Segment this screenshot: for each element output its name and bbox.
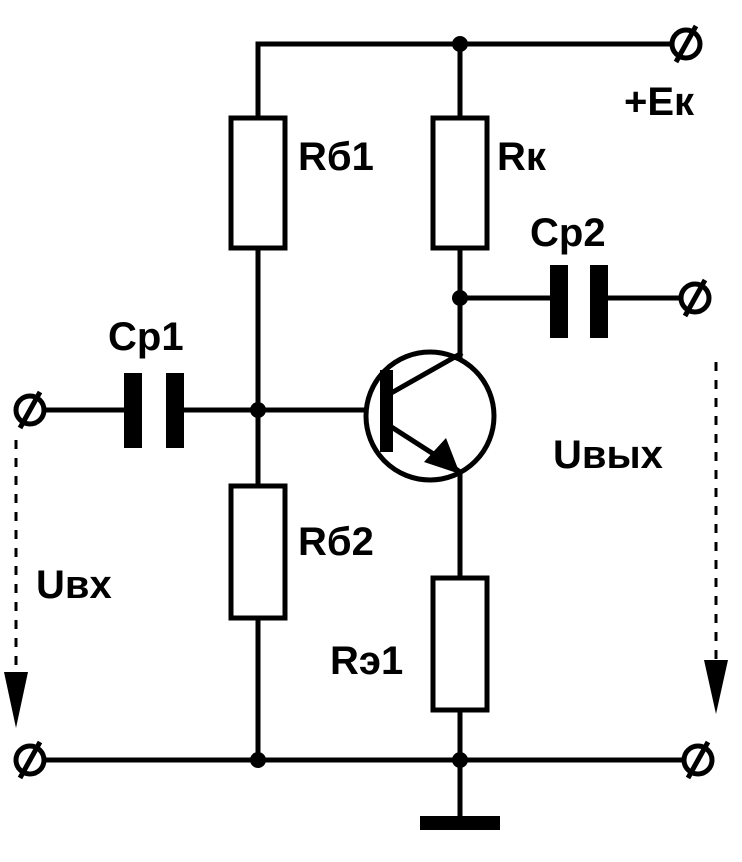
cp2-label: Cp2	[530, 211, 606, 255]
uout-label: Uвых	[553, 433, 663, 477]
output-voltage-arrow	[704, 362, 728, 714]
input-terminal	[13, 390, 47, 430]
resistor-rk	[430, 115, 490, 251]
junction-dot	[452, 752, 468, 768]
capacitor-cp1	[124, 373, 184, 448]
transistor-collector-lead	[389, 350, 464, 396]
transistor	[363, 349, 497, 483]
re1-label: Rэ1	[330, 639, 403, 683]
resistor-rb1	[228, 115, 288, 251]
input-voltage-arrow	[4, 440, 28, 728]
wires	[39, 41, 686, 830]
rb2-label: Rб2	[298, 520, 374, 564]
rk-label: Rк	[497, 135, 547, 179]
junction-dot	[452, 290, 468, 306]
supply-terminal	[669, 24, 703, 64]
supply-label: +Eк	[624, 80, 695, 124]
transistor-base-bar	[380, 370, 393, 452]
output-terminal	[678, 278, 712, 318]
ground-symbol	[420, 816, 500, 830]
capacitor-cp2	[550, 265, 608, 338]
junction-dot	[250, 752, 266, 768]
uin-label: Uвх	[36, 563, 112, 607]
junction-dot	[250, 402, 266, 418]
junction-dot	[452, 36, 468, 52]
cp1-label: Cp1	[108, 315, 184, 359]
resistor-rb2	[228, 483, 288, 621]
input-ground-terminal	[13, 740, 47, 780]
output-ground-terminal	[681, 740, 715, 780]
rb1-label: Rб1	[298, 135, 374, 179]
resistor-re1	[430, 575, 490, 713]
